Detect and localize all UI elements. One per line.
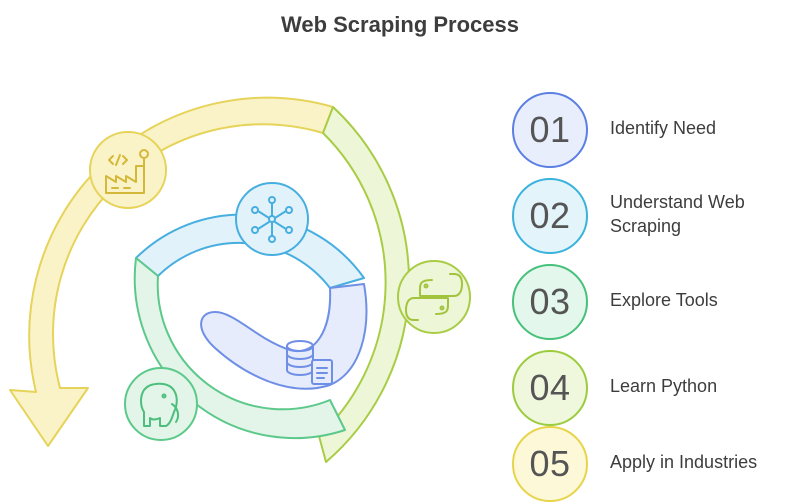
elephant-icon	[124, 367, 198, 441]
step-1-badge: 01	[512, 92, 588, 168]
step-5-badge: 05	[512, 426, 588, 502]
database-document-icon	[286, 340, 333, 385]
python-icon	[397, 260, 471, 334]
step-4-number: 04	[529, 367, 571, 408]
step-4-label: Learn Python	[610, 376, 718, 396]
step-1-number: 01	[529, 109, 571, 150]
step-2-badge: 02	[512, 178, 588, 254]
step-2-number: 02	[529, 195, 571, 236]
step-5-number: 05	[529, 443, 571, 484]
factory-code-icon	[89, 131, 167, 209]
step-5-label: Apply in Industries	[610, 452, 758, 472]
step-3: 03 Explore Tools	[512, 264, 800, 340]
step-3-number: 03	[529, 281, 571, 322]
step-3-label: Explore Tools	[610, 290, 718, 310]
step-4-badge: 04	[512, 350, 588, 426]
step-1-label: Identify Need	[610, 118, 717, 138]
step-4: 04 Learn Python	[512, 350, 800, 426]
step-5: 05 Apply in Industries	[512, 426, 800, 502]
step-3-badge: 03	[512, 264, 588, 340]
step-1: 01 Identify Need	[512, 92, 800, 168]
inner-hook	[200, 283, 368, 390]
middle-arc-blue	[135, 213, 365, 289]
step-2: 02 Understand Web Scraping	[512, 178, 800, 254]
step-2-label: Understand Web Scraping	[610, 192, 745, 236]
outer-arc-yellow	[9, 96, 334, 447]
outer-arc-green	[318, 106, 410, 463]
page-title: Web Scraping Process	[280, 12, 519, 37]
network-icon	[235, 182, 309, 256]
